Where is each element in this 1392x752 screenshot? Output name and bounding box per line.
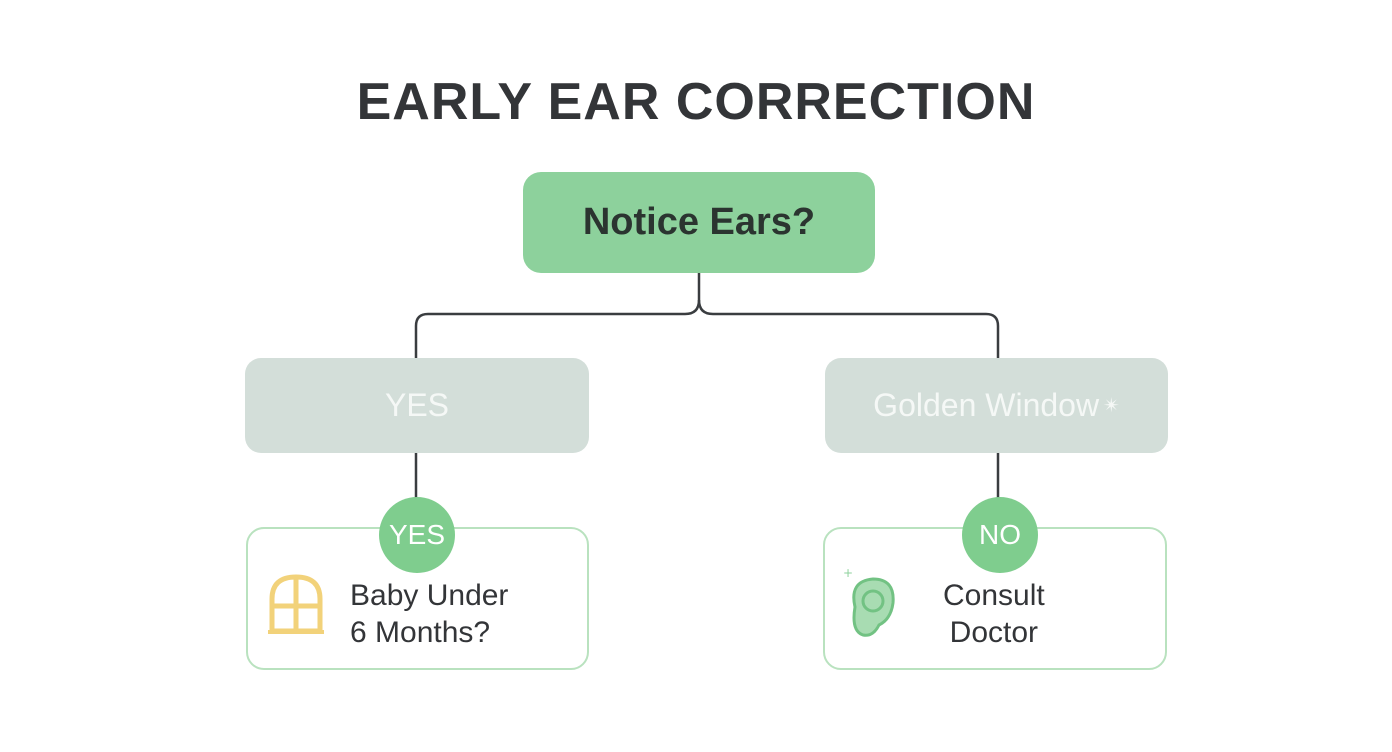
no-badge-label: NO	[979, 519, 1021, 550]
branch-golden-window-label: Golden Window	[873, 387, 1100, 423]
outcome-text-right: Consult Doctor	[943, 577, 1045, 651]
svg-text:+: +	[843, 567, 853, 580]
outcome-text-left: Baby Under 6 Months?	[350, 577, 508, 651]
yes-badge: YES	[379, 497, 455, 573]
branch-yes-label: YES	[384, 387, 450, 423]
outcome-left-line2: 6 Months?	[350, 616, 491, 649]
outcome-left-line1: Baby Under	[350, 579, 509, 612]
branch-box-golden-window: Golden Window ✴	[825, 358, 1168, 453]
branch-box-yes: YES	[245, 358, 589, 453]
sparkle-icon: ✴	[1103, 395, 1120, 417]
window-icon	[268, 573, 324, 640]
root-label: Notice Ears?	[582, 201, 816, 243]
outcome-right-line2: Doctor	[949, 616, 1039, 649]
yes-badge-label: YES	[388, 519, 446, 550]
root-decision-node: Notice Ears?	[523, 172, 875, 273]
root-to-right-connector	[697, 299, 1000, 358]
root-to-left-connector	[414, 273, 701, 358]
ear-icon: +	[843, 566, 899, 646]
diagram-title: EARLY EAR CORRECTION	[356, 73, 1036, 131]
no-badge: NO	[962, 497, 1038, 573]
outcome-right-line1: Consult	[943, 579, 1045, 612]
